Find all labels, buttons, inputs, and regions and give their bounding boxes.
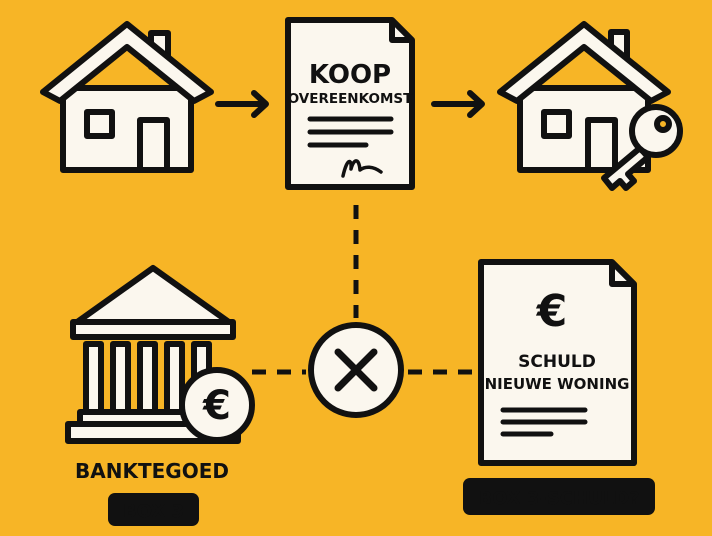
- dashed-connectors: [252, 205, 474, 375]
- right-arrow-icon: [431, 90, 485, 118]
- house-icon: [40, 21, 214, 173]
- signature-icon: [341, 159, 383, 178]
- debt-badge: BOX 3-SCHULD?: [463, 478, 655, 515]
- bank-badge-text: BOX 3: [123, 501, 184, 522]
- bank-coin-symbol: €: [202, 383, 231, 429]
- bank-badge: BOX 3: [108, 493, 199, 526]
- euro-icon: €: [536, 286, 568, 337]
- debt-document-icon: € SCHULD NIEUWE WONING: [478, 259, 637, 466]
- bank-label: BANKTEGOED: [75, 459, 229, 483]
- debt-line-1: SCHULD: [518, 352, 596, 372]
- debt-badge-text: BOX 3-SCHULD?: [478, 488, 639, 509]
- debt-line-2: NIEUWE WONING: [485, 375, 630, 393]
- contract-title: KOOP: [309, 60, 391, 90]
- key-icon: [601, 104, 683, 191]
- right-arrow-icon: [215, 90, 269, 118]
- cross-circle-icon: [308, 322, 404, 418]
- euro-coin-icon: €: [179, 367, 255, 443]
- contract-subtitle: OVEREENKOMST: [288, 91, 413, 107]
- bank-building-icon: [65, 265, 241, 444]
- house-with-key-icon: [497, 21, 683, 191]
- contract-document-icon: KOOP OVEREENKOMST: [285, 17, 415, 190]
